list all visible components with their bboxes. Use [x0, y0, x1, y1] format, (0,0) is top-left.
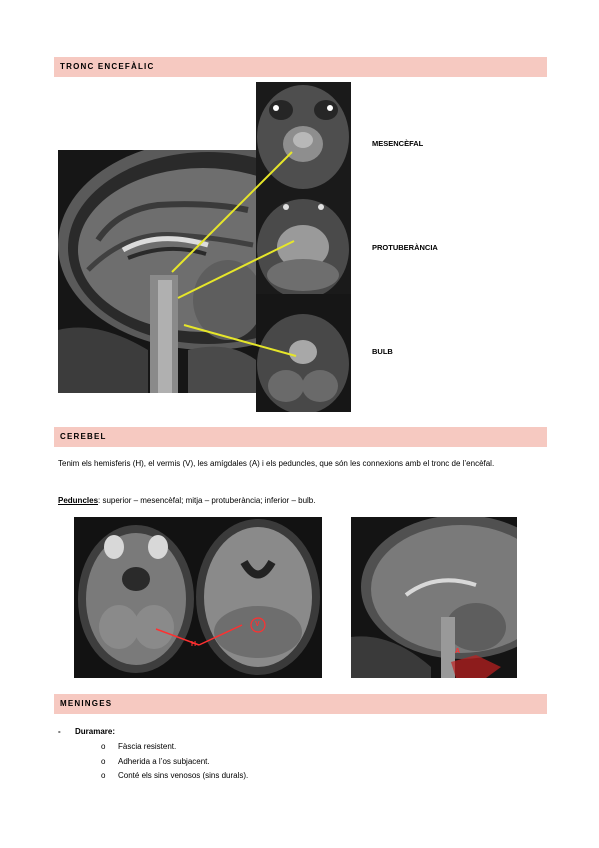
peduncles-description: : superior – mesencèfal; mitja – protube… [98, 496, 316, 505]
peduncles-label: Peduncles [58, 496, 99, 505]
dash-bullet: - [58, 727, 61, 736]
cerebellum-intro-text: Tenim els hemisferis (H), el vermis (V),… [58, 459, 495, 468]
section-header-brainstem: TRONC ENCEFÀLIC [54, 57, 547, 77]
section-header-meninges: MENINGES [54, 694, 547, 714]
axial-mri-medulla [256, 294, 351, 412]
duramater-title: Duramare: [75, 727, 116, 736]
label-medulla: BULB [372, 347, 393, 356]
section-header-cerebellum: CEREBEL [54, 427, 547, 447]
label-midbrain: MESENCÈFAL [372, 139, 424, 148]
bullet-symbol-3: o [101, 771, 106, 780]
duramater-item-1: Fàscia resistent. [118, 742, 177, 751]
annotation-vermis: V [255, 621, 260, 628]
peduncles-text: Peduncles: superior – mesencèfal; mitja … [58, 494, 542, 507]
label-pons: PROTUBERÀNCIA [372, 243, 438, 252]
pointer-line-midbrain [171, 151, 293, 273]
duramater-item-2: Adherida a l’os subjacent. [118, 757, 210, 766]
sagittal-cerebellum-image: A [351, 517, 517, 678]
axial-mri-pons [256, 189, 351, 294]
bullet-symbol-1: o [101, 742, 106, 751]
bullet-symbol-2: o [101, 757, 106, 766]
axial-coronal-cerebellum-image: H V [74, 517, 322, 678]
pointer-line-pons [177, 240, 295, 299]
pointer-line-medulla [183, 324, 297, 357]
duramater-item-3: Conté els sins venosos (sins durals). [118, 771, 249, 780]
sagittal-mri-image [58, 150, 256, 393]
annotation-hemispheres: H [191, 641, 197, 648]
annotation-tonsils: A [455, 648, 461, 655]
